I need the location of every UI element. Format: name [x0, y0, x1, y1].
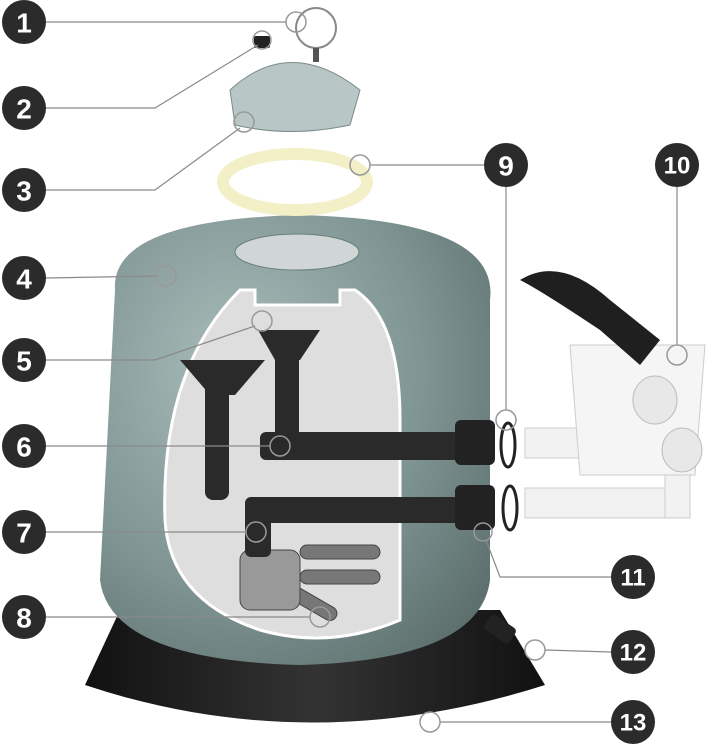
callout-9: 9: [484, 143, 528, 187]
callout-number: 2: [16, 94, 32, 125]
callout-number: 12: [620, 640, 647, 667]
callout-3: 3: [2, 168, 46, 212]
tank-neck: [234, 233, 360, 271]
drain-plug: [484, 614, 516, 644]
gasket: [217, 148, 373, 216]
callout-number: 3: [16, 176, 32, 207]
internal-pipes: [180, 330, 460, 557]
leader-lines: [45, 21, 678, 723]
valve-fittings: [455, 420, 519, 532]
callout-6: 6: [2, 424, 46, 468]
callout-number: 11: [620, 565, 645, 592]
callout-markers: [155, 11, 688, 733]
callout-12: 12: [611, 630, 655, 674]
valve-handle: [520, 271, 660, 365]
callout-2: 2: [2, 86, 46, 130]
callout-13: 13: [611, 700, 655, 744]
callout-11: 11: [611, 555, 655, 599]
filter-lid: [229, 62, 361, 132]
callout-number: 10: [664, 153, 691, 180]
callout-7: 7: [2, 510, 46, 554]
callout-1: 1: [2, 0, 46, 44]
callout-number: 9: [498, 151, 514, 182]
callout-number: 5: [16, 346, 32, 377]
multiport-valve: [520, 271, 706, 519]
callout-4: 4: [2, 256, 46, 300]
callout-10: 10: [655, 143, 699, 187]
callout-8: 8: [2, 595, 46, 639]
callout-number: 1: [16, 8, 32, 39]
laterals: [239, 544, 381, 621]
callout-number: 7: [16, 518, 32, 549]
callout-number: 13: [620, 710, 647, 737]
callout-5: 5: [2, 338, 46, 382]
callout-number: 4: [16, 264, 32, 295]
callout-number: 8: [16, 603, 32, 634]
callout-number: 6: [16, 432, 32, 463]
